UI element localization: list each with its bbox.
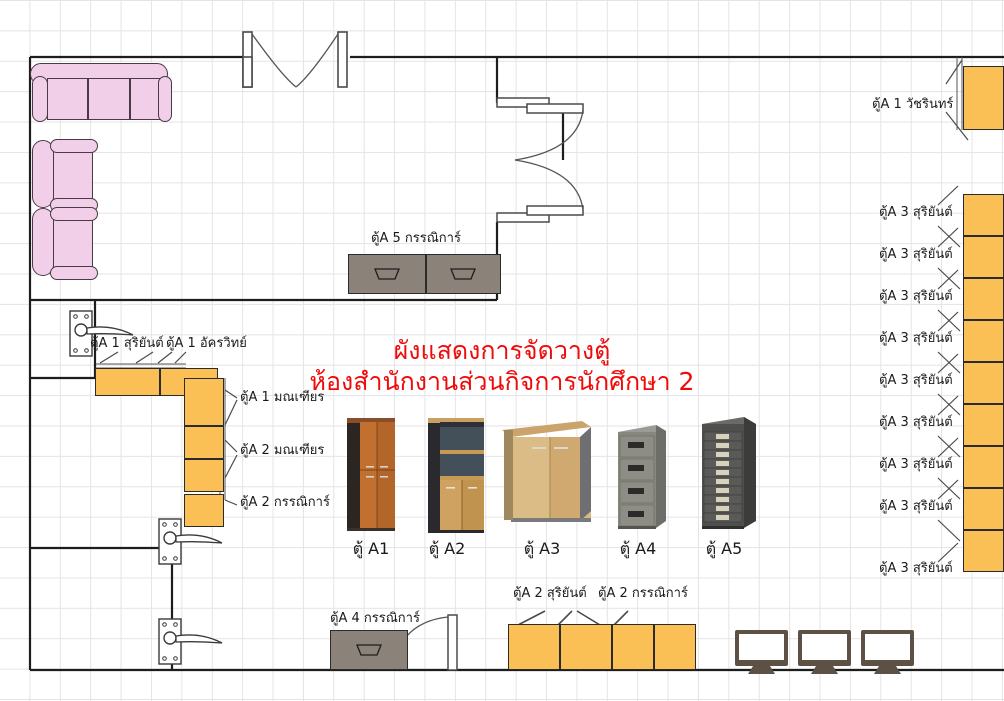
cabinet-right-5 (963, 362, 1004, 404)
label-right-7: ตู้A 3 สุริยันต์ (879, 457, 953, 472)
leader-lines-right (937, 59, 969, 563)
cabinet-right-7 (963, 446, 1004, 488)
page-title-line1: ผังแสดงการจัดวางตู้ (393, 336, 611, 365)
label-right-9: ตู้A 3 สุริยันต์ (879, 561, 953, 576)
cabinet-left-upper-1 (95, 368, 160, 396)
door-handle-lower-left (158, 618, 223, 665)
leader-lines-bottom (517, 610, 629, 626)
label-top-center: ตู้A 5 กรรณิการ์ (371, 231, 461, 246)
icon-open-shelf-cabinet (428, 418, 484, 533)
legend-label-a3: ตู้ A3 (523, 539, 561, 558)
leader-lines-left-stack (224, 389, 238, 506)
sofa-seat-top-1 (47, 78, 88, 120)
legend-label-a2: ตู้ A2 (428, 539, 466, 558)
cabinet-left-stack-4 (184, 494, 224, 527)
label-right-6: ตู้A 3 สุริยันต์ (879, 415, 953, 430)
sofa-arm-left-1-top (50, 139, 98, 153)
cabinet-left-stack-1 (184, 378, 224, 426)
sofa-seat-left-2 (53, 219, 93, 269)
cabinet-left-stack-2 (184, 426, 224, 459)
label-right-5: ตู้A 3 สุริยันต์ (879, 373, 953, 388)
sofa-arm-left-2-bottom (50, 266, 98, 280)
sofa-arm-top-right (158, 76, 172, 122)
label-bottom-center-1: ตู้A 2 สุริยันต์ (513, 586, 587, 601)
cabinet-bottom-4 (654, 624, 696, 670)
sofa-arm-left-2-top (50, 207, 98, 221)
legend-label-a5: ตู้ A5 (705, 539, 743, 558)
page-title-line2: ห้องสำนักงานส่วนกิจการนักศึกษา 2 (309, 366, 695, 396)
monitor-icon-3 (861, 630, 914, 674)
double-door-top (242, 31, 348, 88)
label-left-side-3: ตู้A 2 กรรณิการ์ (240, 495, 330, 510)
cabinet-right-3 (963, 278, 1004, 320)
double-door-right (496, 97, 584, 223)
cabinet-right-1 (963, 194, 1004, 236)
label-right-3: ตู้A 3 สุริยันต์ (879, 289, 953, 304)
gray-unit-top-2 (426, 254, 501, 294)
cabinet-right-8 (963, 488, 1004, 530)
cabinet-bottom-1 (508, 624, 560, 670)
icon-ten-drawer-filing-cabinet (702, 417, 756, 529)
leader-lines-left-upper (99, 351, 187, 364)
cabinet-bottom-3 (612, 624, 654, 670)
cabinet-right-2 (963, 236, 1004, 278)
label-left-upper-1: ตู้A 1 สุริยันต์ (90, 336, 164, 351)
label-left-upper-2: ตู้A 1 อัครวิทย์ (166, 336, 247, 351)
sofa-arm-top-left (32, 76, 48, 122)
cabinet-right-top (963, 66, 1004, 130)
page-title: ผังแสดงการจัดวางตู้ ห้องสำนักงานส่วนกิจก… (310, 336, 695, 397)
label-right-1: ตู้A 3 สุริยันต์ (879, 205, 953, 220)
legend-label-a1: ตู้ A1 (352, 539, 390, 558)
gray-unit-bottom-left (330, 630, 408, 670)
icon-short-wood-cabinet (502, 421, 591, 522)
cabinet-bottom-2 (560, 624, 612, 670)
door-handle-upper-left (69, 310, 134, 357)
label-top-right: ตู้A 1 วัชรินทร์ (872, 97, 954, 112)
label-bottom-left: ตู้A 4 กรรณิการ์ (330, 611, 420, 626)
monitor-icon-2 (798, 630, 851, 674)
label-bottom-center-2: ตู้A 2 กรรณิการ์ (598, 586, 688, 601)
gray-unit-top-1 (348, 254, 426, 294)
label-left-side-2: ตู้A 2 มณเฑียร (240, 443, 325, 458)
cabinet-right-4 (963, 320, 1004, 362)
label-right-2: ตู้A 3 สุริยันต์ (879, 247, 953, 262)
legend-label-a4: ตู้ A4 (619, 539, 657, 558)
sofa-seat-top-2 (88, 78, 130, 120)
cabinet-right-6 (963, 404, 1004, 446)
cabinet-left-stack-3 (184, 459, 224, 492)
icon-tall-wood-cabinet (347, 418, 395, 531)
monitor-icon-1 (735, 630, 788, 674)
door-handle-middle-left (158, 518, 223, 565)
label-right-4: ตู้A 3 สุริยันต์ (879, 331, 953, 346)
icon-four-drawer-filing-cabinet (618, 425, 666, 529)
label-right-8: ตู้A 3 สุริยันต์ (879, 499, 953, 514)
label-left-side-1: ตู้A 1 มณเฑียร (240, 390, 325, 405)
